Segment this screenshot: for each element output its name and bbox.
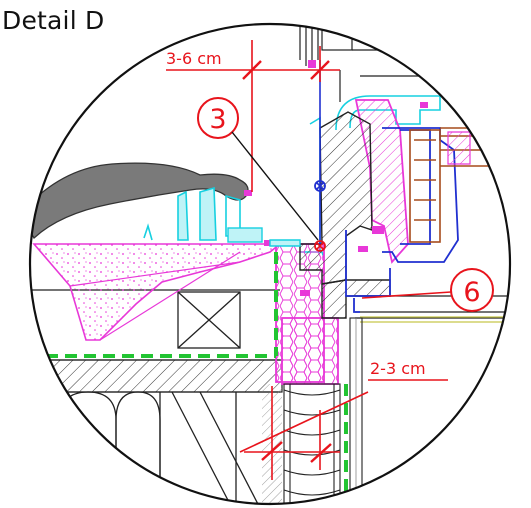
window-sill	[299, 111, 373, 285]
detail-title: Detail D	[2, 6, 105, 35]
callout-3	[197, 97, 319, 241]
facade-panel	[299, 24, 440, 102]
dimension-top	[166, 40, 340, 190]
dimension-right	[239, 379, 448, 480]
vault-blocks	[59, 391, 261, 504]
insulation-wedge-lines	[69, 251, 241, 341]
insulation-wedge	[32, 243, 283, 341]
screw-markers	[314, 180, 326, 252]
callout-6	[361, 268, 494, 312]
callout-6-label: 6	[463, 277, 480, 308]
callout-3-label: 3	[209, 104, 226, 135]
detail-circle-border	[28, 22, 512, 506]
concrete-slab	[30, 359, 283, 393]
dimension-top-label: 3-6 cm	[166, 49, 222, 68]
window-frame-hatch	[447, 131, 471, 165]
hex-insulation-bottom	[281, 317, 339, 385]
batt-insulation	[283, 383, 341, 504]
beam-box	[177, 291, 241, 349]
dimension-right-label: 2-3 cm	[370, 359, 426, 378]
cyan-details	[227, 227, 301, 247]
seal-lines	[46, 252, 348, 504]
